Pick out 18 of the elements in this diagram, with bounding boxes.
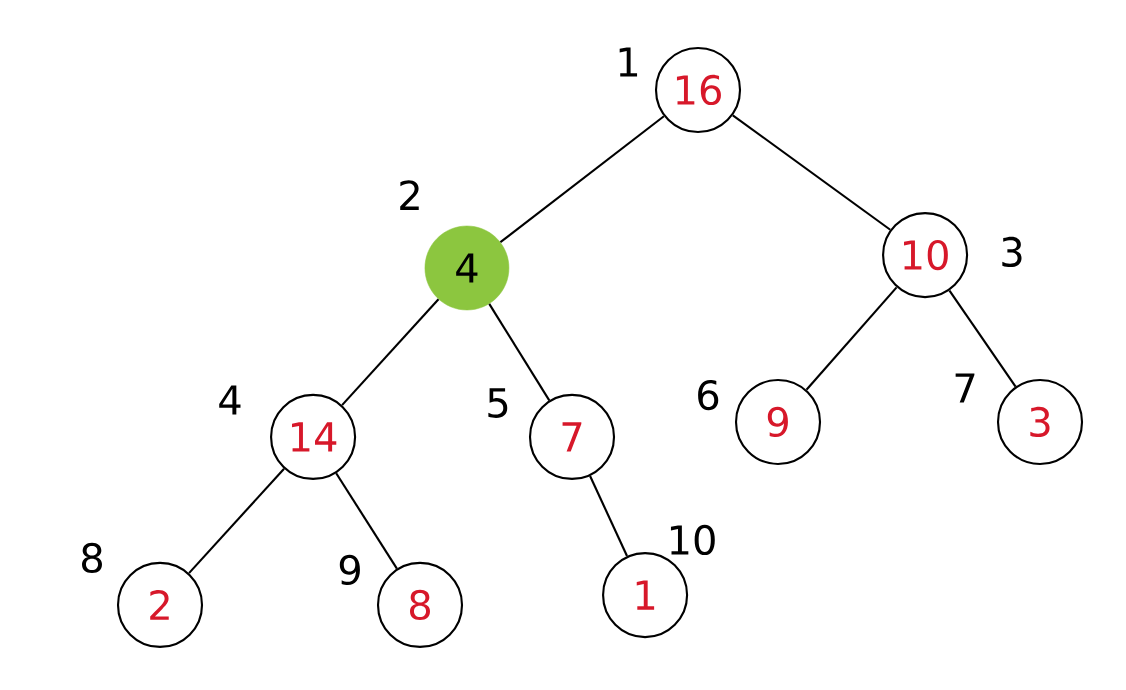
- node-index: 9: [339, 554, 360, 586]
- tree-edge: [499, 115, 665, 244]
- tree-edge: [335, 472, 398, 570]
- tree-edge: [341, 298, 440, 406]
- node-index: 7: [955, 373, 975, 403]
- node-index: 5: [488, 388, 508, 418]
- node-index: 2: [400, 180, 419, 210]
- node-index: 4: [219, 385, 241, 415]
- tree-edge: [948, 289, 1017, 388]
- tree-edge: [188, 468, 285, 574]
- node-index: 6: [698, 379, 719, 411]
- tree-edge: [488, 303, 551, 401]
- node-index: 3: [1002, 236, 1022, 268]
- tree-edge: [805, 286, 898, 391]
- tree-edge: [732, 114, 891, 231]
- tree-edge: [589, 475, 628, 557]
- node-index: 8: [82, 542, 102, 574]
- node-index: 1: [619, 47, 638, 77]
